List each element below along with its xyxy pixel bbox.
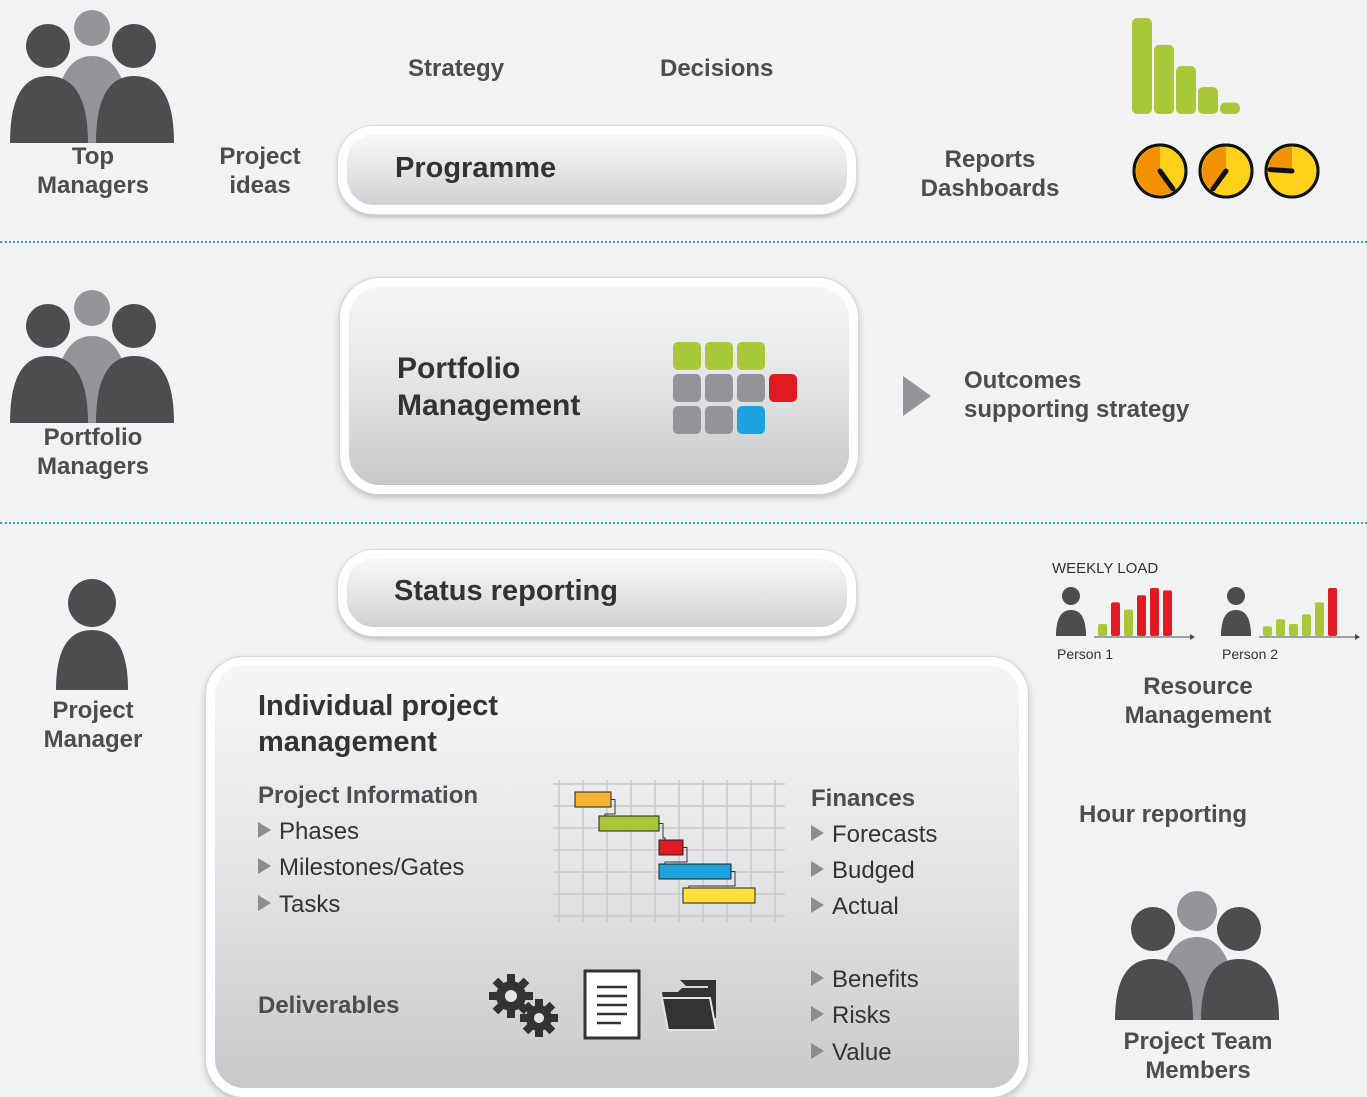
load-bar-2-2 bbox=[1276, 619, 1285, 636]
ipm-title: Individual project management bbox=[258, 690, 499, 758]
portfolio-tile-1-1 bbox=[705, 374, 733, 402]
gantt-task-5 bbox=[682, 887, 756, 904]
list-item-phases: Phases bbox=[258, 818, 359, 846]
gauge-3 bbox=[1264, 143, 1320, 199]
report-bar-1 bbox=[1132, 18, 1152, 114]
programme-label: Programme bbox=[395, 152, 557, 184]
load-bar-2-5 bbox=[1315, 602, 1324, 636]
project-team-group-icon bbox=[1115, 891, 1279, 1020]
portfolio-tile-0-0 bbox=[673, 342, 701, 370]
report-bar-3 bbox=[1176, 66, 1196, 114]
portfolio-tile-1-2 bbox=[737, 374, 765, 402]
load-bar-1-2 bbox=[1111, 602, 1120, 636]
folder-icon bbox=[660, 980, 718, 1031]
portfolio-grid-icon bbox=[673, 342, 797, 434]
portfolio-tile-0-2 bbox=[737, 342, 765, 370]
load-bar-2-6 bbox=[1328, 588, 1337, 636]
report-bar-4 bbox=[1198, 87, 1218, 114]
person-2-label: Person 2 bbox=[1222, 646, 1279, 662]
project-ideas-label: Project ideas bbox=[219, 143, 301, 199]
list-item-milestones: Milestones/Gates bbox=[258, 854, 464, 882]
top-managers-group-icon bbox=[10, 10, 174, 143]
section-divider-1 bbox=[0, 241, 1367, 243]
gantt-task-3 bbox=[658, 839, 684, 856]
gears-icon bbox=[489, 974, 558, 1037]
gauges-icon bbox=[1132, 143, 1320, 199]
portfolio-tile-0-1 bbox=[705, 342, 733, 370]
portfolio-tile-2-0 bbox=[673, 406, 701, 434]
gauge-2 bbox=[1198, 143, 1254, 199]
section-divider-2 bbox=[0, 522, 1367, 524]
weekly-load-person-1 bbox=[1056, 587, 1195, 640]
decisions-label: Decisions bbox=[660, 55, 774, 82]
gantt-chart-icon bbox=[553, 780, 785, 922]
load-bar-2-3 bbox=[1289, 624, 1298, 636]
load-bar-1-3 bbox=[1124, 609, 1133, 636]
portfolio-tile-1-3 bbox=[769, 374, 797, 402]
list-item-value: Value bbox=[811, 1039, 892, 1067]
outcomes-arrow-icon bbox=[903, 376, 931, 416]
weekly-load-person-2 bbox=[1221, 587, 1360, 640]
gantt-task-1 bbox=[574, 791, 612, 808]
project-manager-person-icon bbox=[56, 579, 128, 690]
project-information-title: Project Information bbox=[258, 782, 479, 809]
load-bar-1-4 bbox=[1137, 595, 1146, 636]
load-bar-2-4 bbox=[1302, 614, 1311, 636]
project-team-label: Project Team Members bbox=[1123, 1028, 1273, 1084]
document-icon bbox=[583, 969, 641, 1040]
status-reporting-pill bbox=[338, 550, 856, 636]
list-item-risks: Risks bbox=[811, 1002, 891, 1030]
report-bar-2 bbox=[1154, 44, 1174, 114]
list-item-actual: Actual bbox=[811, 893, 899, 921]
gauge-1 bbox=[1132, 143, 1188, 199]
list-item-benefits: Benefits bbox=[811, 966, 919, 994]
finances-title: Finances bbox=[811, 785, 916, 812]
hour-reporting-label: Hour reporting bbox=[1079, 801, 1247, 828]
load-bar-1-5 bbox=[1150, 588, 1159, 636]
person-1-label: Person 1 bbox=[1057, 646, 1114, 662]
report-bar-5 bbox=[1220, 102, 1240, 114]
report-bars-chart-icon bbox=[1132, 18, 1240, 114]
top-managers-label: Top Managers bbox=[36, 143, 150, 199]
list-item-budged: Budged bbox=[811, 857, 915, 885]
portfolio-managers-group-icon bbox=[10, 290, 174, 423]
portfolio-tile-2-2 bbox=[737, 406, 765, 434]
status-reporting-label: Status reporting bbox=[394, 575, 618, 607]
portfolio-managers-label: Portfolio Managers bbox=[36, 424, 150, 480]
programme-pill bbox=[338, 126, 856, 214]
weekly-load-chart bbox=[1056, 587, 1360, 640]
list-item-tasks: Tasks bbox=[258, 891, 340, 919]
gantt-task-4 bbox=[658, 863, 732, 880]
outcomes-label: Outcomes supporting strategy bbox=[964, 367, 1190, 423]
weekly-load-title: WEEKLY LOAD bbox=[1052, 560, 1159, 577]
load-bar-1-1 bbox=[1098, 624, 1107, 636]
project-manager-label: Project Manager bbox=[43, 697, 143, 753]
strategy-label: Strategy bbox=[408, 55, 505, 82]
deliverables-label: Deliverables bbox=[258, 992, 400, 1019]
gantt-task-2 bbox=[598, 815, 660, 832]
portfolio-management-label: Portfolio Management bbox=[397, 352, 581, 422]
load-bar-1-6 bbox=[1163, 590, 1172, 636]
reports-dashboards-label: Reports Dashboards bbox=[920, 146, 1060, 202]
portfolio-tile-2-1 bbox=[705, 406, 733, 434]
resource-management-label: Resource Management bbox=[1124, 673, 1272, 729]
portfolio-tile-1-0 bbox=[673, 374, 701, 402]
load-bar-2-1 bbox=[1263, 626, 1272, 636]
list-item-forecasts: Forecasts bbox=[811, 821, 937, 849]
